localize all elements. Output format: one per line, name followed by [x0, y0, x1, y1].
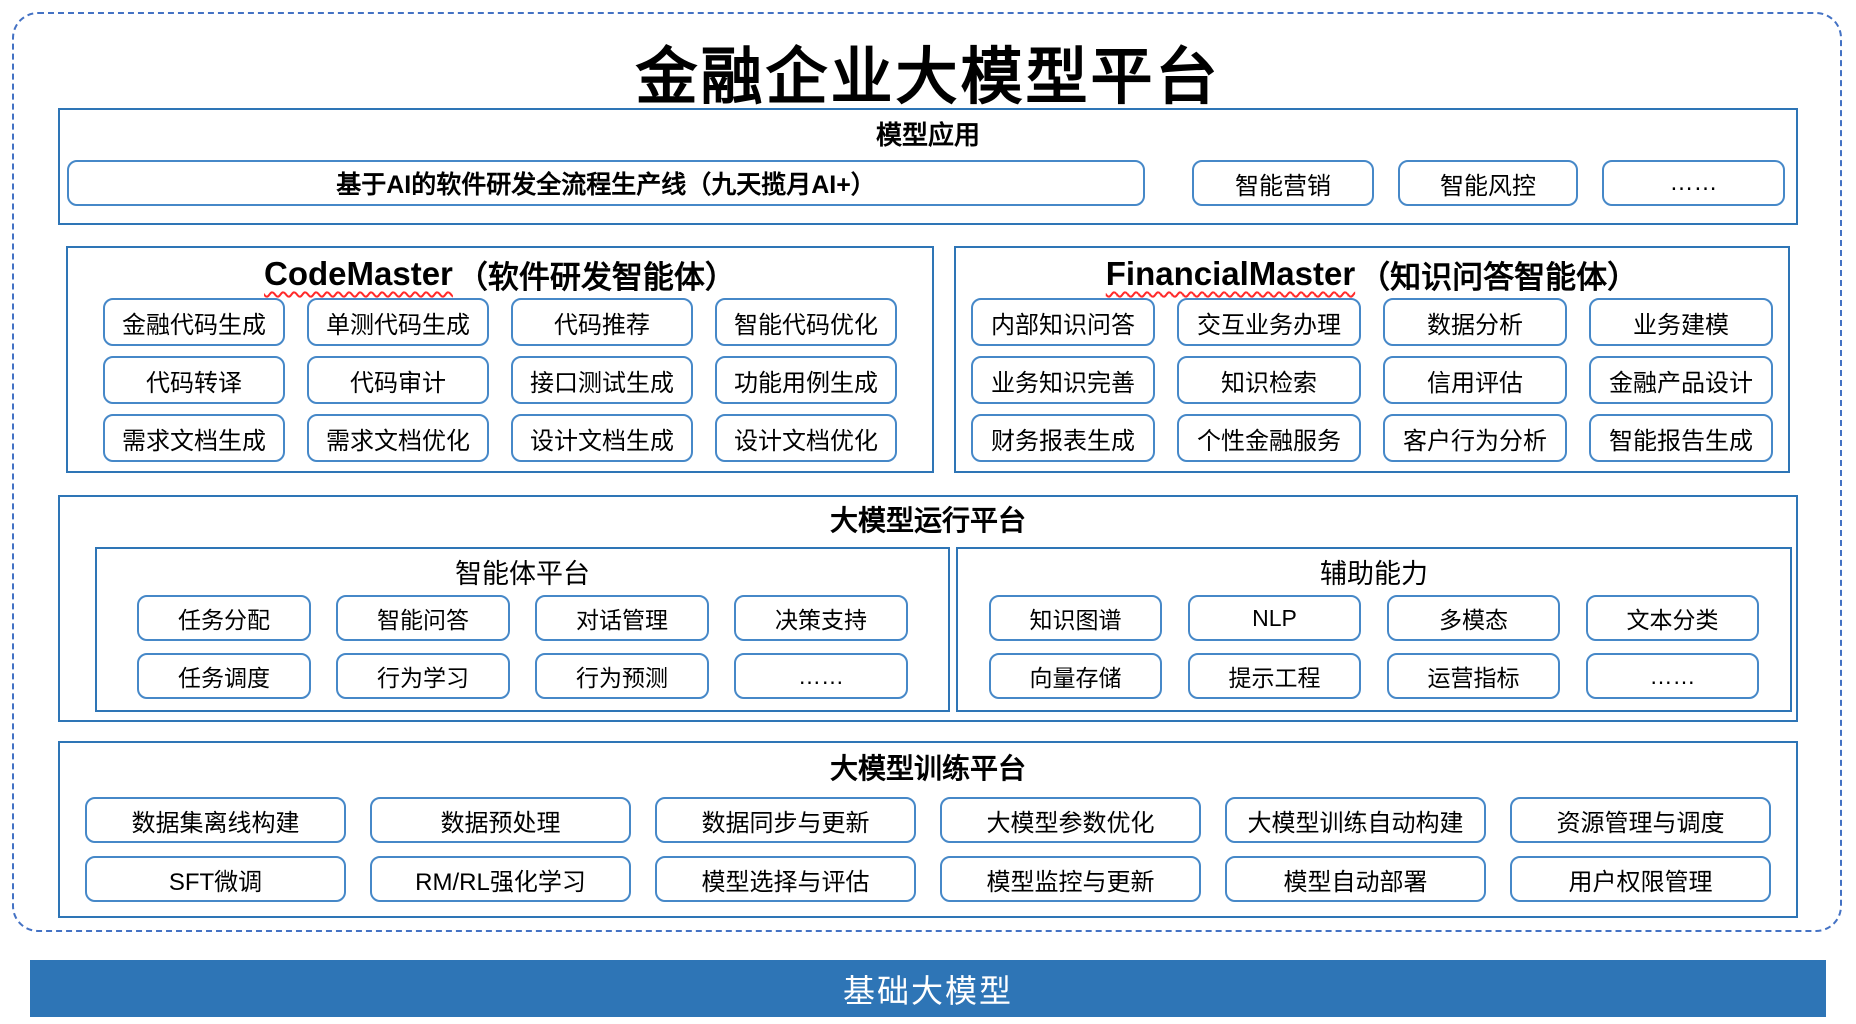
- training-box: 大模型训练自动构建: [1225, 797, 1486, 843]
- training-box: 资源管理与调度: [1510, 797, 1771, 843]
- section-runtime-platform: 大模型运行平台 智能体平台 任务分配 智能问答 对话管理 决策支持 任务调度 行…: [58, 495, 1798, 722]
- codemaster-box: 功能用例生成: [714, 356, 897, 404]
- model-app-box: 智能风控: [1398, 160, 1578, 206]
- agent-platform-grid: 任务分配 智能问答 对话管理 决策支持 任务调度 行为学习 行为预测 ……: [136, 595, 908, 699]
- codemaster-box: 代码审计: [306, 356, 489, 404]
- codemaster-box: 需求文档优化: [306, 414, 489, 462]
- codemaster-box: 智能代码优化: [714, 298, 897, 346]
- codemaster-box: 单测代码生成: [306, 298, 489, 346]
- agent-platform-box: 智能问答: [335, 595, 510, 641]
- training-box: 模型选择与评估: [655, 856, 916, 902]
- agent-platform-box: 行为学习: [335, 653, 510, 699]
- financialmaster-box: 内部知识问答: [970, 298, 1155, 346]
- agent-platform-box: 对话管理: [534, 595, 709, 641]
- financialmaster-box: 交互业务办理: [1176, 298, 1361, 346]
- training-box: 数据预处理: [370, 797, 631, 843]
- codemaster-grid: 金融代码生成 单测代码生成 代码推荐 智能代码优化 代码转译 代码审计 接口测试…: [102, 298, 897, 462]
- training-box: 模型自动部署: [1225, 856, 1486, 902]
- agents-row: CodeMaster （软件研发智能体） 金融代码生成 单测代码生成 代码推荐 …: [58, 246, 1798, 473]
- financialmaster-box: 财务报表生成: [970, 414, 1155, 462]
- runtime-platform-title: 大模型运行平台: [829, 505, 1026, 536]
- auxiliary-title: 辅助能力: [1319, 559, 1428, 589]
- training-box: SFT微调: [85, 856, 346, 902]
- financialmaster-box: 客户行为分析: [1382, 414, 1567, 462]
- model-app-box: ……: [1602, 160, 1785, 206]
- training-box: 数据同步与更新: [655, 797, 916, 843]
- agent-platform-box: 任务分配: [136, 595, 311, 641]
- financialmaster-name: FinancialMaster: [1105, 255, 1356, 292]
- financialmaster-title: FinancialMaster （知识问答智能体）: [1106, 252, 1638, 296]
- financialmaster-box: 金融产品设计: [1588, 356, 1773, 404]
- codemaster-box: 需求文档生成: [102, 414, 285, 462]
- auxiliary-box: ……: [1585, 653, 1759, 699]
- model-app-box: 智能营销: [1192, 160, 1374, 206]
- section-training-platform: 大模型训练平台 数据集离线构建 数据预处理 数据同步与更新 大模型参数优化 大模…: [58, 741, 1798, 918]
- codemaster-box: 设计文档生成: [510, 414, 693, 462]
- auxiliary-box: 多模态: [1386, 595, 1560, 641]
- training-box: 数据集离线构建: [85, 797, 346, 843]
- codemaster-name: CodeMaster: [264, 255, 453, 292]
- training-platform-title: 大模型训练平台: [829, 753, 1026, 784]
- pipeline-box: 基于AI的软件研发全流程生产线（九天揽月AI+）: [67, 160, 1145, 206]
- agent-platform-box: ……: [733, 653, 908, 699]
- model-applications-row: 基于AI的软件研发全流程生产线（九天揽月AI+） 智能营销 智能风控 ……: [60, 160, 1796, 206]
- foundation-model-bar: 基础大模型: [30, 960, 1826, 1017]
- codemaster-subtitle: （软件研发智能体）: [456, 259, 736, 295]
- training-grid: 数据集离线构建 数据预处理 数据同步与更新 大模型参数优化 大模型训练自动构建 …: [85, 797, 1771, 902]
- financialmaster-box: 信用评估: [1382, 356, 1567, 404]
- auxiliary-box: 运营指标: [1386, 653, 1560, 699]
- financialmaster-box: 数据分析: [1382, 298, 1567, 346]
- main-title: 金融企业大模型平台: [635, 40, 1221, 113]
- financialmaster-box: 个性金融服务: [1176, 414, 1361, 462]
- codemaster-title: CodeMaster （软件研发智能体）: [264, 252, 736, 296]
- auxiliary-box: 知识图谱: [988, 595, 1162, 641]
- auxiliary-box: NLP: [1187, 595, 1361, 641]
- training-box: 用户权限管理: [1510, 856, 1771, 902]
- codemaster-box: 代码推荐: [510, 298, 693, 346]
- training-box: 大模型参数优化: [940, 797, 1201, 843]
- subsection-agent-platform: 智能体平台 任务分配 智能问答 对话管理 决策支持 任务调度 行为学习 行为预测…: [95, 547, 950, 712]
- section-codemaster: CodeMaster （软件研发智能体） 金融代码生成 单测代码生成 代码推荐 …: [66, 246, 934, 473]
- platform-dashed-frame: [12, 12, 1842, 932]
- agent-platform-title: 智能体平台: [454, 559, 590, 589]
- financialmaster-subtitle: （知识问答智能体）: [1359, 259, 1639, 295]
- agent-platform-box: 决策支持: [733, 595, 908, 641]
- auxiliary-box: 向量存储: [988, 653, 1162, 699]
- codemaster-box: 接口测试生成: [510, 356, 693, 404]
- financialmaster-box: 业务建模: [1588, 298, 1773, 346]
- auxiliary-box: 文本分类: [1585, 595, 1759, 641]
- model-applications-title: 模型应用: [875, 120, 980, 150]
- financialmaster-grid: 内部知识问答 交互业务办理 数据分析 业务建模 业务知识完善 知识检索 信用评估…: [970, 298, 1773, 462]
- training-box: RM/RL强化学习: [370, 856, 631, 902]
- financialmaster-box: 智能报告生成: [1588, 414, 1773, 462]
- auxiliary-box: 提示工程: [1187, 653, 1361, 699]
- agent-platform-box: 行为预测: [534, 653, 709, 699]
- agent-platform-box: 任务调度: [136, 653, 311, 699]
- auxiliary-grid: 知识图谱 NLP 多模态 文本分类 向量存储 提示工程 运营指标 ……: [988, 595, 1759, 699]
- section-model-applications: 模型应用 基于AI的软件研发全流程生产线（九天揽月AI+） 智能营销 智能风控 …: [58, 108, 1798, 225]
- subsection-auxiliary-capabilities: 辅助能力 知识图谱 NLP 多模态 文本分类 向量存储 提示工程 运营指标 ……: [955, 547, 1792, 712]
- codemaster-box: 金融代码生成: [102, 298, 285, 346]
- runtime-row: 智能体平台 任务分配 智能问答 对话管理 决策支持 任务调度 行为学习 行为预测…: [60, 547, 1796, 712]
- section-financialmaster: FinancialMaster （知识问答智能体） 内部知识问答 交互业务办理 …: [953, 246, 1790, 473]
- codemaster-box: 代码转译: [102, 356, 285, 404]
- financialmaster-box: 业务知识完善: [970, 356, 1155, 404]
- codemaster-box: 设计文档优化: [714, 414, 897, 462]
- financialmaster-box: 知识检索: [1176, 356, 1361, 404]
- training-box: 模型监控与更新: [940, 856, 1201, 902]
